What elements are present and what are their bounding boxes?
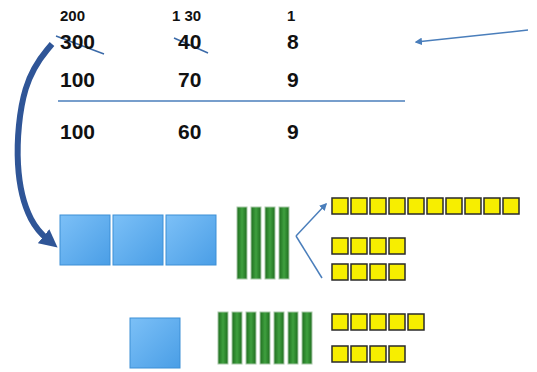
hundred-flat bbox=[113, 215, 163, 265]
unit-cube bbox=[332, 198, 348, 214]
ten-rod bbox=[279, 207, 289, 279]
regroup-number: 1 30 bbox=[172, 8, 201, 25]
unit-cube bbox=[370, 264, 386, 280]
unit-cube bbox=[503, 198, 519, 214]
unit-cube bbox=[332, 264, 348, 280]
unit-cube bbox=[370, 314, 386, 330]
hundred-flat bbox=[130, 318, 180, 368]
unit-cube bbox=[351, 264, 367, 280]
place-value-number: 9 bbox=[287, 68, 299, 91]
sum-rule bbox=[58, 100, 405, 102]
unit-cube bbox=[465, 198, 481, 214]
regroup-arrow bbox=[296, 204, 326, 236]
unit-cube bbox=[446, 198, 462, 214]
unit-cube bbox=[389, 198, 405, 214]
place-value-number: 60 bbox=[178, 120, 201, 143]
ten-rod bbox=[302, 312, 312, 364]
unit-cube bbox=[332, 346, 348, 362]
ten-rod bbox=[246, 312, 256, 364]
unit-cube bbox=[332, 314, 348, 330]
unit-cube bbox=[389, 346, 405, 362]
unit-cube bbox=[427, 198, 443, 214]
regroup-line bbox=[296, 236, 322, 278]
regroup-number: 200 bbox=[60, 8, 85, 25]
unit-cube bbox=[484, 198, 500, 214]
unit-cube bbox=[408, 314, 424, 330]
place-value-number: 100 bbox=[60, 68, 95, 91]
unit-cube bbox=[370, 346, 386, 362]
place-value-number: 70 bbox=[178, 68, 201, 91]
unit-cube bbox=[389, 264, 405, 280]
ten-rod bbox=[288, 312, 298, 364]
unit-cube bbox=[351, 346, 367, 362]
unit-cube bbox=[370, 238, 386, 254]
place-value-number: 9 bbox=[287, 120, 299, 143]
ten-rod bbox=[274, 312, 284, 364]
place-value-number: 300 bbox=[60, 30, 95, 53]
ten-rod bbox=[251, 207, 261, 279]
hundred-flat bbox=[60, 215, 110, 265]
unit-cube bbox=[351, 238, 367, 254]
unit-cube bbox=[389, 314, 405, 330]
regroup-number: 1 bbox=[287, 8, 295, 25]
unit-cube bbox=[408, 198, 424, 214]
ten-rod bbox=[260, 312, 270, 364]
pointer-arrow bbox=[416, 30, 528, 42]
ten-rod bbox=[232, 312, 242, 364]
curved-arrow bbox=[18, 44, 52, 243]
ten-rod bbox=[218, 312, 228, 364]
unit-cube bbox=[389, 238, 405, 254]
unit-cube bbox=[351, 198, 367, 214]
unit-cube bbox=[351, 314, 367, 330]
place-value-number: 40 bbox=[178, 30, 201, 53]
ten-rod bbox=[237, 207, 247, 279]
place-value-number: 100 bbox=[60, 120, 95, 143]
unit-cube bbox=[332, 238, 348, 254]
hundred-flat bbox=[166, 215, 216, 265]
place-value-number: 8 bbox=[287, 30, 299, 53]
unit-cube bbox=[370, 198, 386, 214]
ten-rod bbox=[265, 207, 275, 279]
